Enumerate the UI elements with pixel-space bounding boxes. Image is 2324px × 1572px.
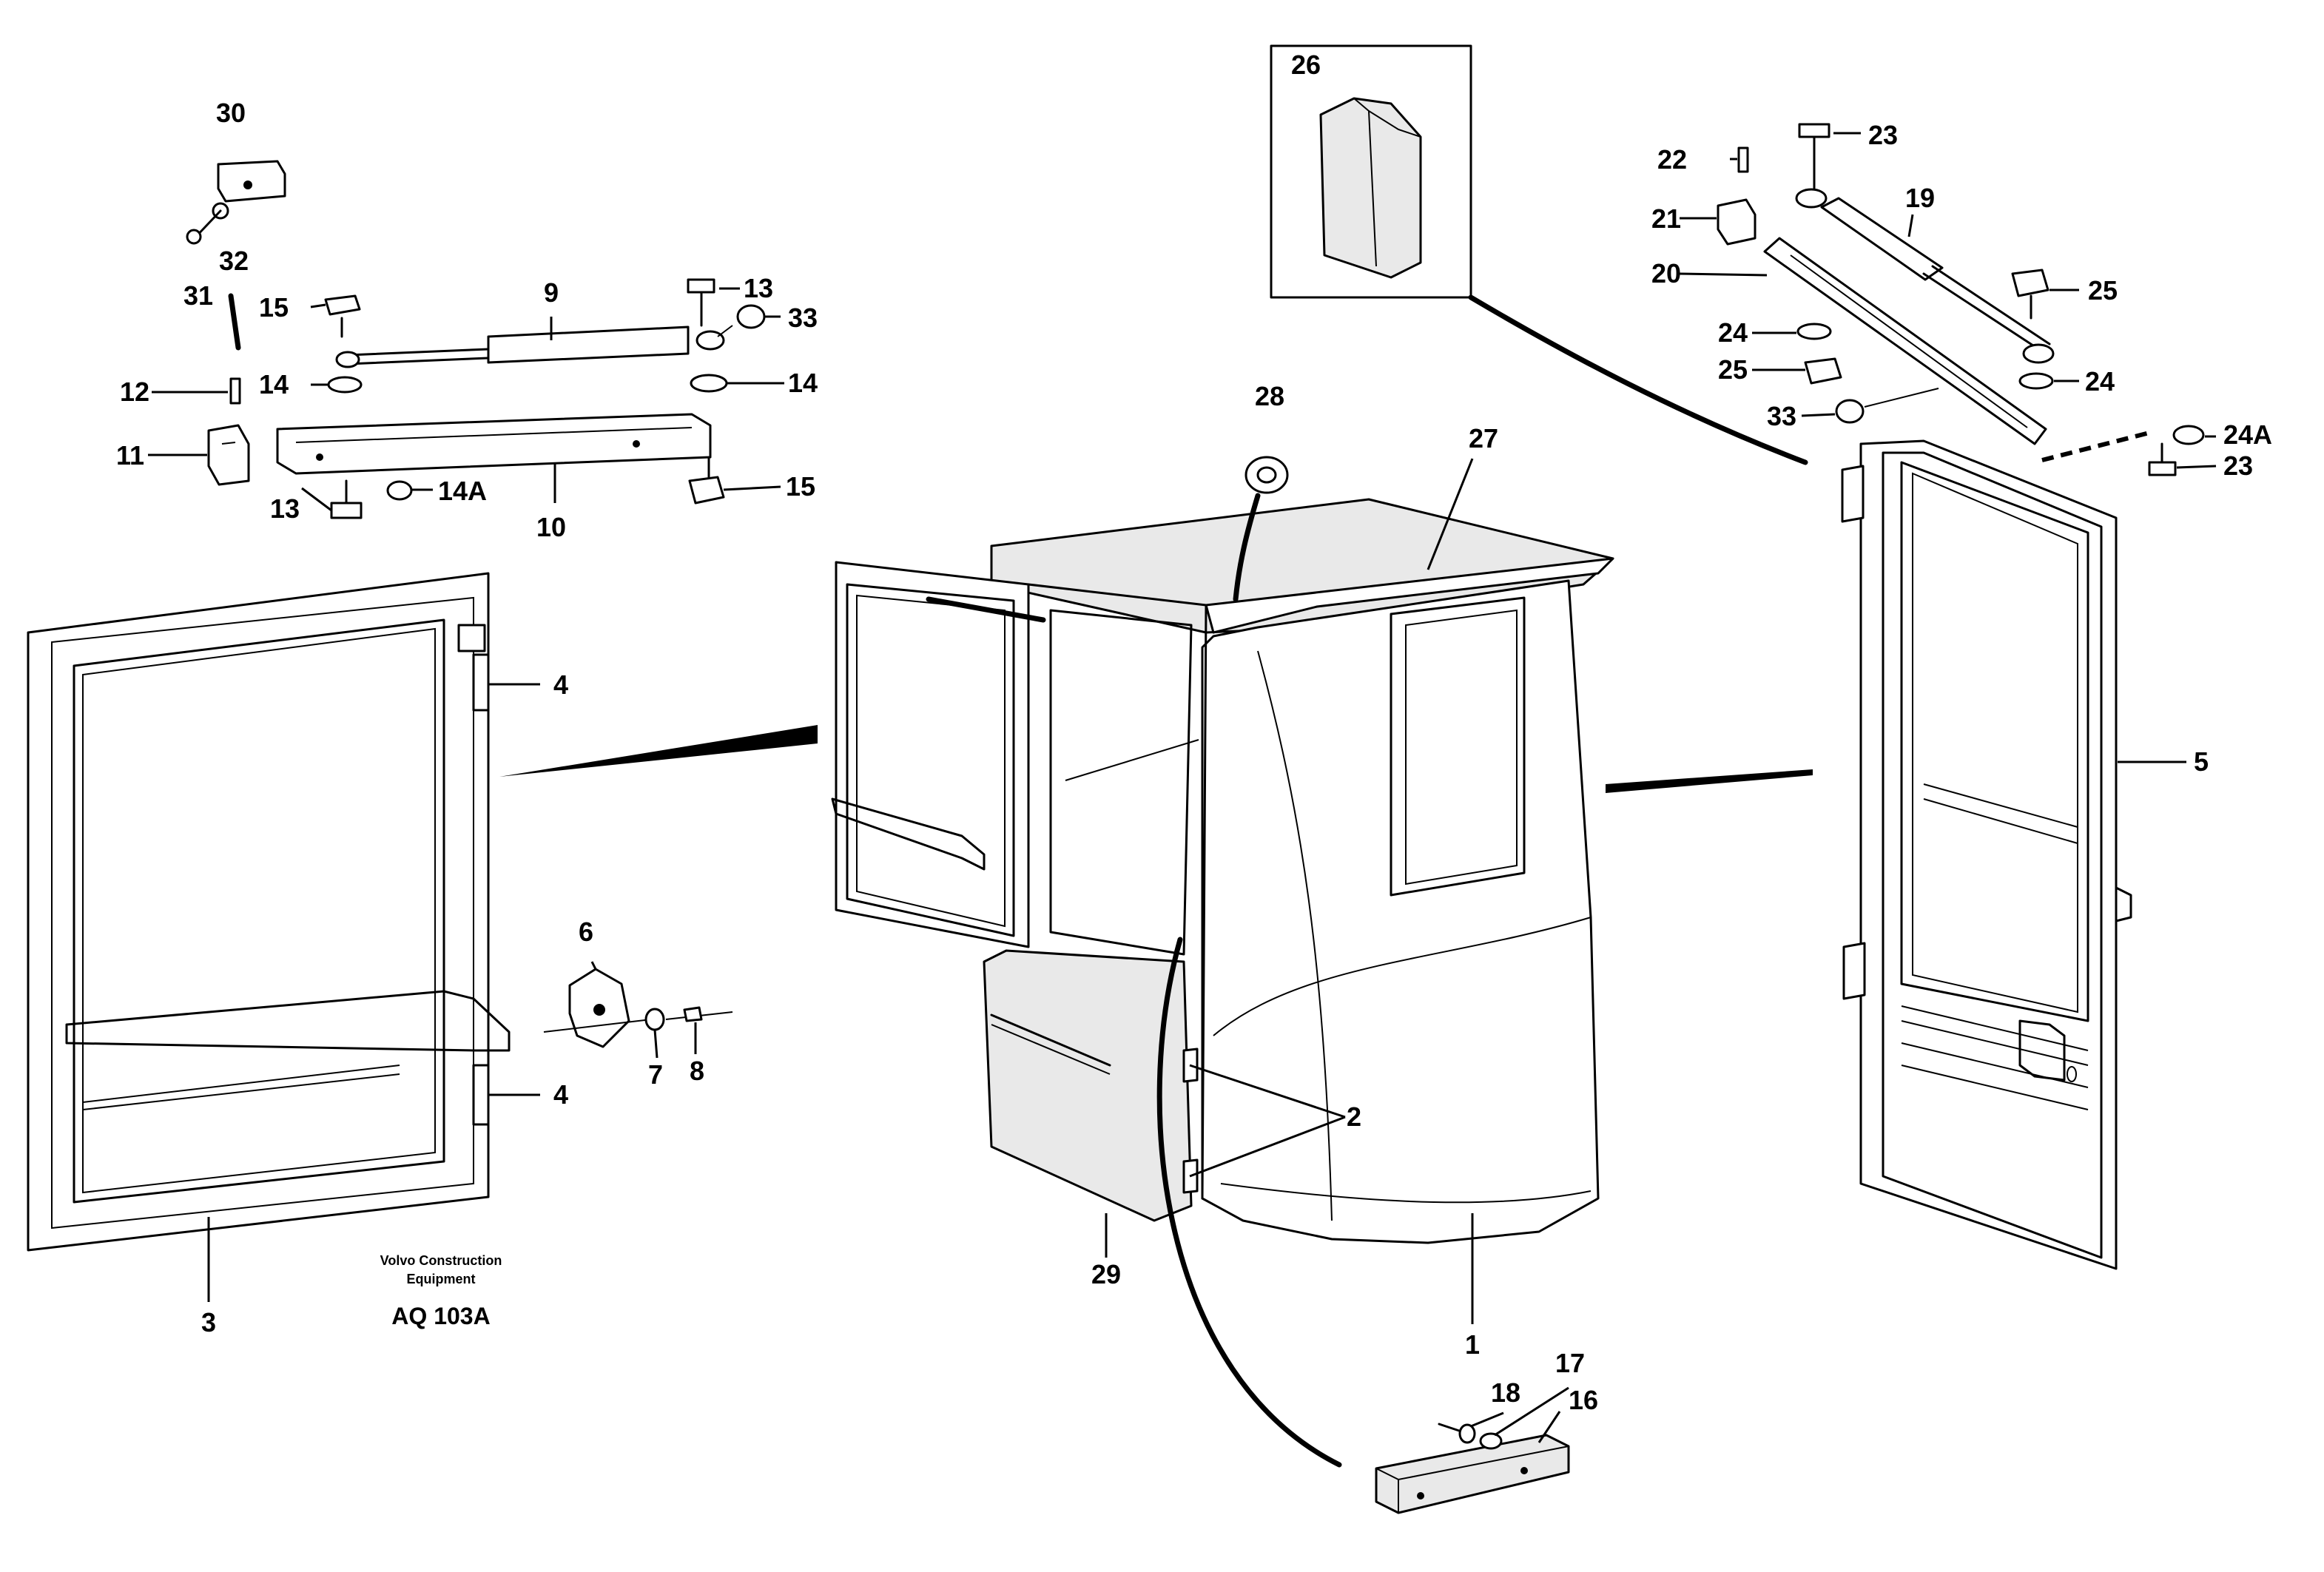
right-door	[1841, 439, 2132, 1270]
callout-6: 6	[579, 917, 593, 947]
callout-32: 32	[219, 246, 249, 276]
callout-4-bottom: 4	[553, 1079, 568, 1110]
callout-13-bottom: 13	[270, 493, 300, 524]
callout-29: 29	[1091, 1259, 1121, 1289]
callout-8: 8	[690, 1056, 704, 1086]
callout-12: 12	[120, 377, 149, 407]
callout-27: 27	[1469, 423, 1498, 453]
callout-24-right: 24	[2085, 366, 2115, 397]
cab-body	[831, 498, 1614, 1244]
curve-leader-29-16	[1156, 937, 1342, 1468]
callout-14-left: 14	[259, 369, 289, 399]
callout-1: 1	[1465, 1329, 1480, 1360]
callout-16: 16	[1569, 1385, 1598, 1415]
credit-line-1: Volvo Construction	[380, 1253, 502, 1268]
callout-22: 22	[1657, 144, 1687, 175]
item-28-grommet	[1233, 456, 1289, 602]
leader-lines	[148, 132, 2217, 1443]
callout-23-top: 23	[1868, 120, 1898, 150]
callout-15-top: 15	[259, 292, 289, 323]
callout-33-right: 33	[1767, 401, 1796, 431]
callout-11: 11	[116, 440, 144, 470]
credit-block: Volvo Construction Equipment AQ 103A	[380, 1253, 502, 1329]
right-door-pointer	[1606, 769, 1813, 793]
callout-14A: 14A	[438, 476, 487, 506]
inset-item-26	[1270, 44, 1808, 465]
callout-2: 2	[1347, 1102, 1361, 1132]
callout-28: 28	[1255, 381, 1284, 411]
drawing-code: AQ 103A	[391, 1303, 490, 1329]
callout-7: 7	[648, 1059, 663, 1090]
callout-25-right: 25	[2088, 275, 2118, 306]
callout-24A: 24A	[2223, 419, 2272, 450]
callout-24-left: 24	[1718, 317, 1748, 348]
callout-5: 5	[2194, 746, 2209, 777]
callout-25-left: 25	[1718, 354, 1748, 385]
callout-20: 20	[1651, 258, 1681, 289]
callout-26: 26	[1291, 50, 1321, 80]
callout-3: 3	[201, 1307, 216, 1337]
left-door	[27, 572, 511, 1252]
callout-23-bottom: 23	[2223, 451, 2253, 481]
callout-30: 30	[216, 98, 246, 128]
callout-17: 17	[1555, 1348, 1585, 1378]
callout-19: 19	[1905, 183, 1935, 213]
callout-labels: 30 32 31 15 9 13 33 12 14 14 11 15 13 14…	[116, 50, 2272, 1415]
callout-15-bottom: 15	[786, 471, 815, 502]
left-door-pointer	[499, 725, 818, 777]
callout-14-right: 14	[788, 368, 818, 398]
callout-10: 10	[536, 512, 566, 542]
callout-13-top: 13	[744, 273, 773, 303]
lower-bracket	[1375, 1423, 1570, 1514]
door-latch-parts	[543, 968, 733, 1048]
credit-line-2: Equipment	[407, 1272, 476, 1286]
left-strut-assembly	[186, 160, 766, 519]
callout-33-left: 33	[788, 303, 818, 333]
callout-31: 31	[183, 280, 213, 311]
callout-18: 18	[1491, 1377, 1520, 1408]
callout-21: 21	[1651, 203, 1681, 234]
callout-4-top: 4	[553, 669, 568, 700]
right-strut-assembly	[1717, 123, 2205, 476]
callout-9: 9	[544, 277, 559, 308]
